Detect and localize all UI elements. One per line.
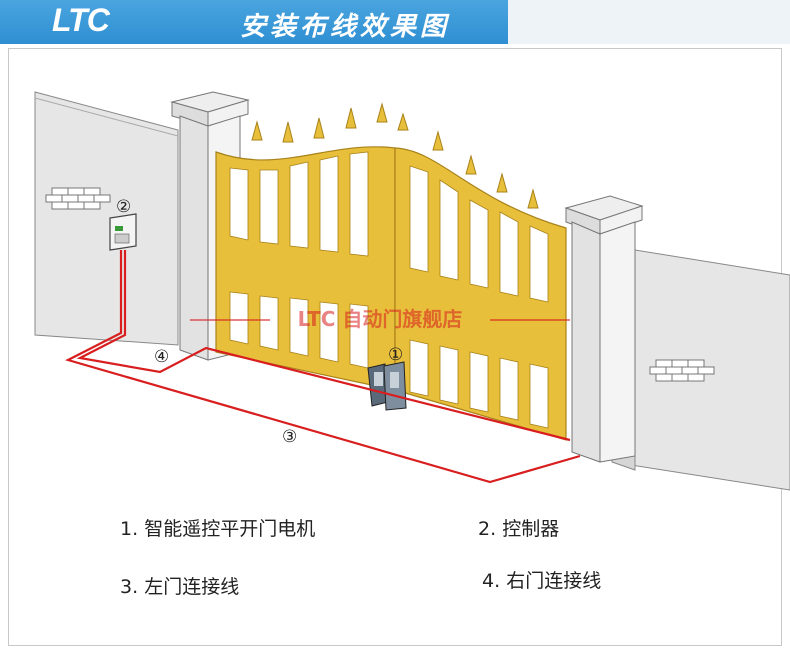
legend-num: 1. <box>120 518 138 540</box>
legend-text: 智能遥控平开门电机 <box>144 518 315 540</box>
legend-num: 2. <box>478 518 496 540</box>
right-brick-pattern <box>650 360 714 381</box>
legend-text: 控制器 <box>502 518 559 540</box>
marker-2: ② <box>116 197 131 217</box>
legend-text: 右门连接线 <box>506 570 601 592</box>
legend-text: 左门连接线 <box>144 576 239 598</box>
legend-item-1: 1. 智能遥控平开门电机 <box>120 514 315 541</box>
legend-num: 3. <box>120 576 138 598</box>
marker-4: ④ <box>154 347 169 367</box>
right-wall <box>612 250 790 490</box>
legend-num: 4. <box>482 570 500 592</box>
left-brick-pattern <box>46 188 110 209</box>
gate-motors <box>368 362 406 410</box>
legend-item-4: 4. 右门连接线 <box>482 566 601 593</box>
controller-box <box>110 214 136 250</box>
legend-item-3: 3. 左门连接线 <box>120 572 239 599</box>
watermark-text: LTC 自动门旗舰店 <box>298 307 463 331</box>
marker-1: ① <box>388 345 403 365</box>
marker-3: ③ <box>282 427 297 447</box>
right-pillar <box>566 196 642 462</box>
legend-item-2: 2. 控制器 <box>478 514 559 541</box>
left-wall <box>35 92 178 345</box>
